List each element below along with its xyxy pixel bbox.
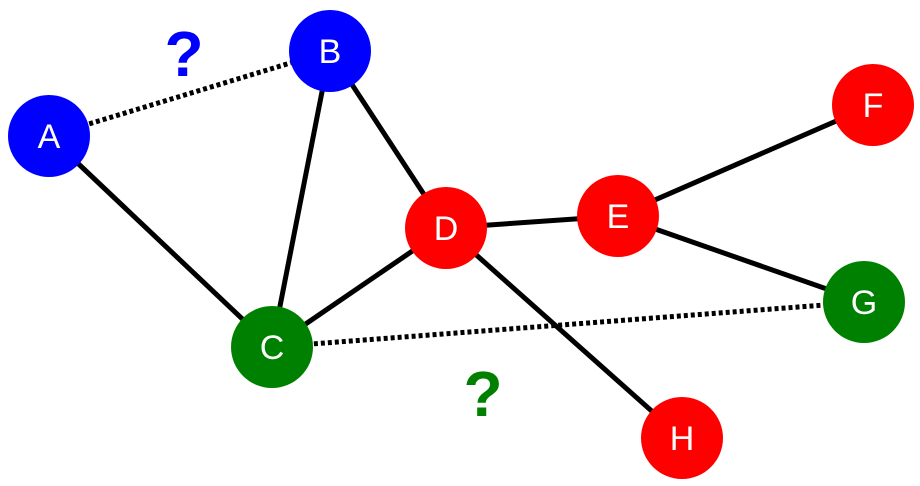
node-circle-g bbox=[823, 261, 905, 343]
node-b: B bbox=[289, 10, 371, 92]
node-c: C bbox=[231, 306, 313, 388]
node-label-f: F bbox=[863, 87, 884, 125]
node-circle-f bbox=[832, 64, 914, 146]
node-label-e: E bbox=[607, 198, 630, 236]
edge-c-g bbox=[271, 299, 865, 350]
annotation-layer: ?? bbox=[164, 18, 502, 430]
question-mark-c-g: ? bbox=[463, 358, 502, 430]
node-circle-a bbox=[8, 95, 90, 177]
node-f: F bbox=[832, 64, 914, 146]
question-mark-a-b: ? bbox=[164, 18, 203, 90]
node-a: A bbox=[8, 95, 90, 177]
edge-a-c bbox=[47, 134, 274, 349]
node-layer: A B C D E F G H bbox=[8, 10, 914, 479]
node-h: H bbox=[641, 397, 723, 479]
node-d: D bbox=[405, 187, 487, 269]
edge-e-g bbox=[617, 213, 865, 305]
edge-e-f bbox=[617, 102, 874, 219]
node-circle-b bbox=[289, 10, 371, 92]
node-circle-d bbox=[405, 187, 487, 269]
node-label-a: A bbox=[38, 118, 61, 156]
node-label-h: H bbox=[670, 420, 695, 458]
node-label-d: D bbox=[434, 210, 459, 248]
node-label-g: G bbox=[851, 284, 877, 322]
node-circle-c bbox=[231, 306, 313, 388]
node-circle-e bbox=[577, 175, 659, 257]
edge-b-c bbox=[269, 50, 333, 348]
node-label-b: B bbox=[319, 33, 342, 71]
edge-d-h bbox=[444, 226, 684, 440]
node-g: G bbox=[823, 261, 905, 343]
node-label-c: C bbox=[260, 329, 285, 367]
node-e: E bbox=[577, 175, 659, 257]
node-circle-h bbox=[641, 397, 723, 479]
